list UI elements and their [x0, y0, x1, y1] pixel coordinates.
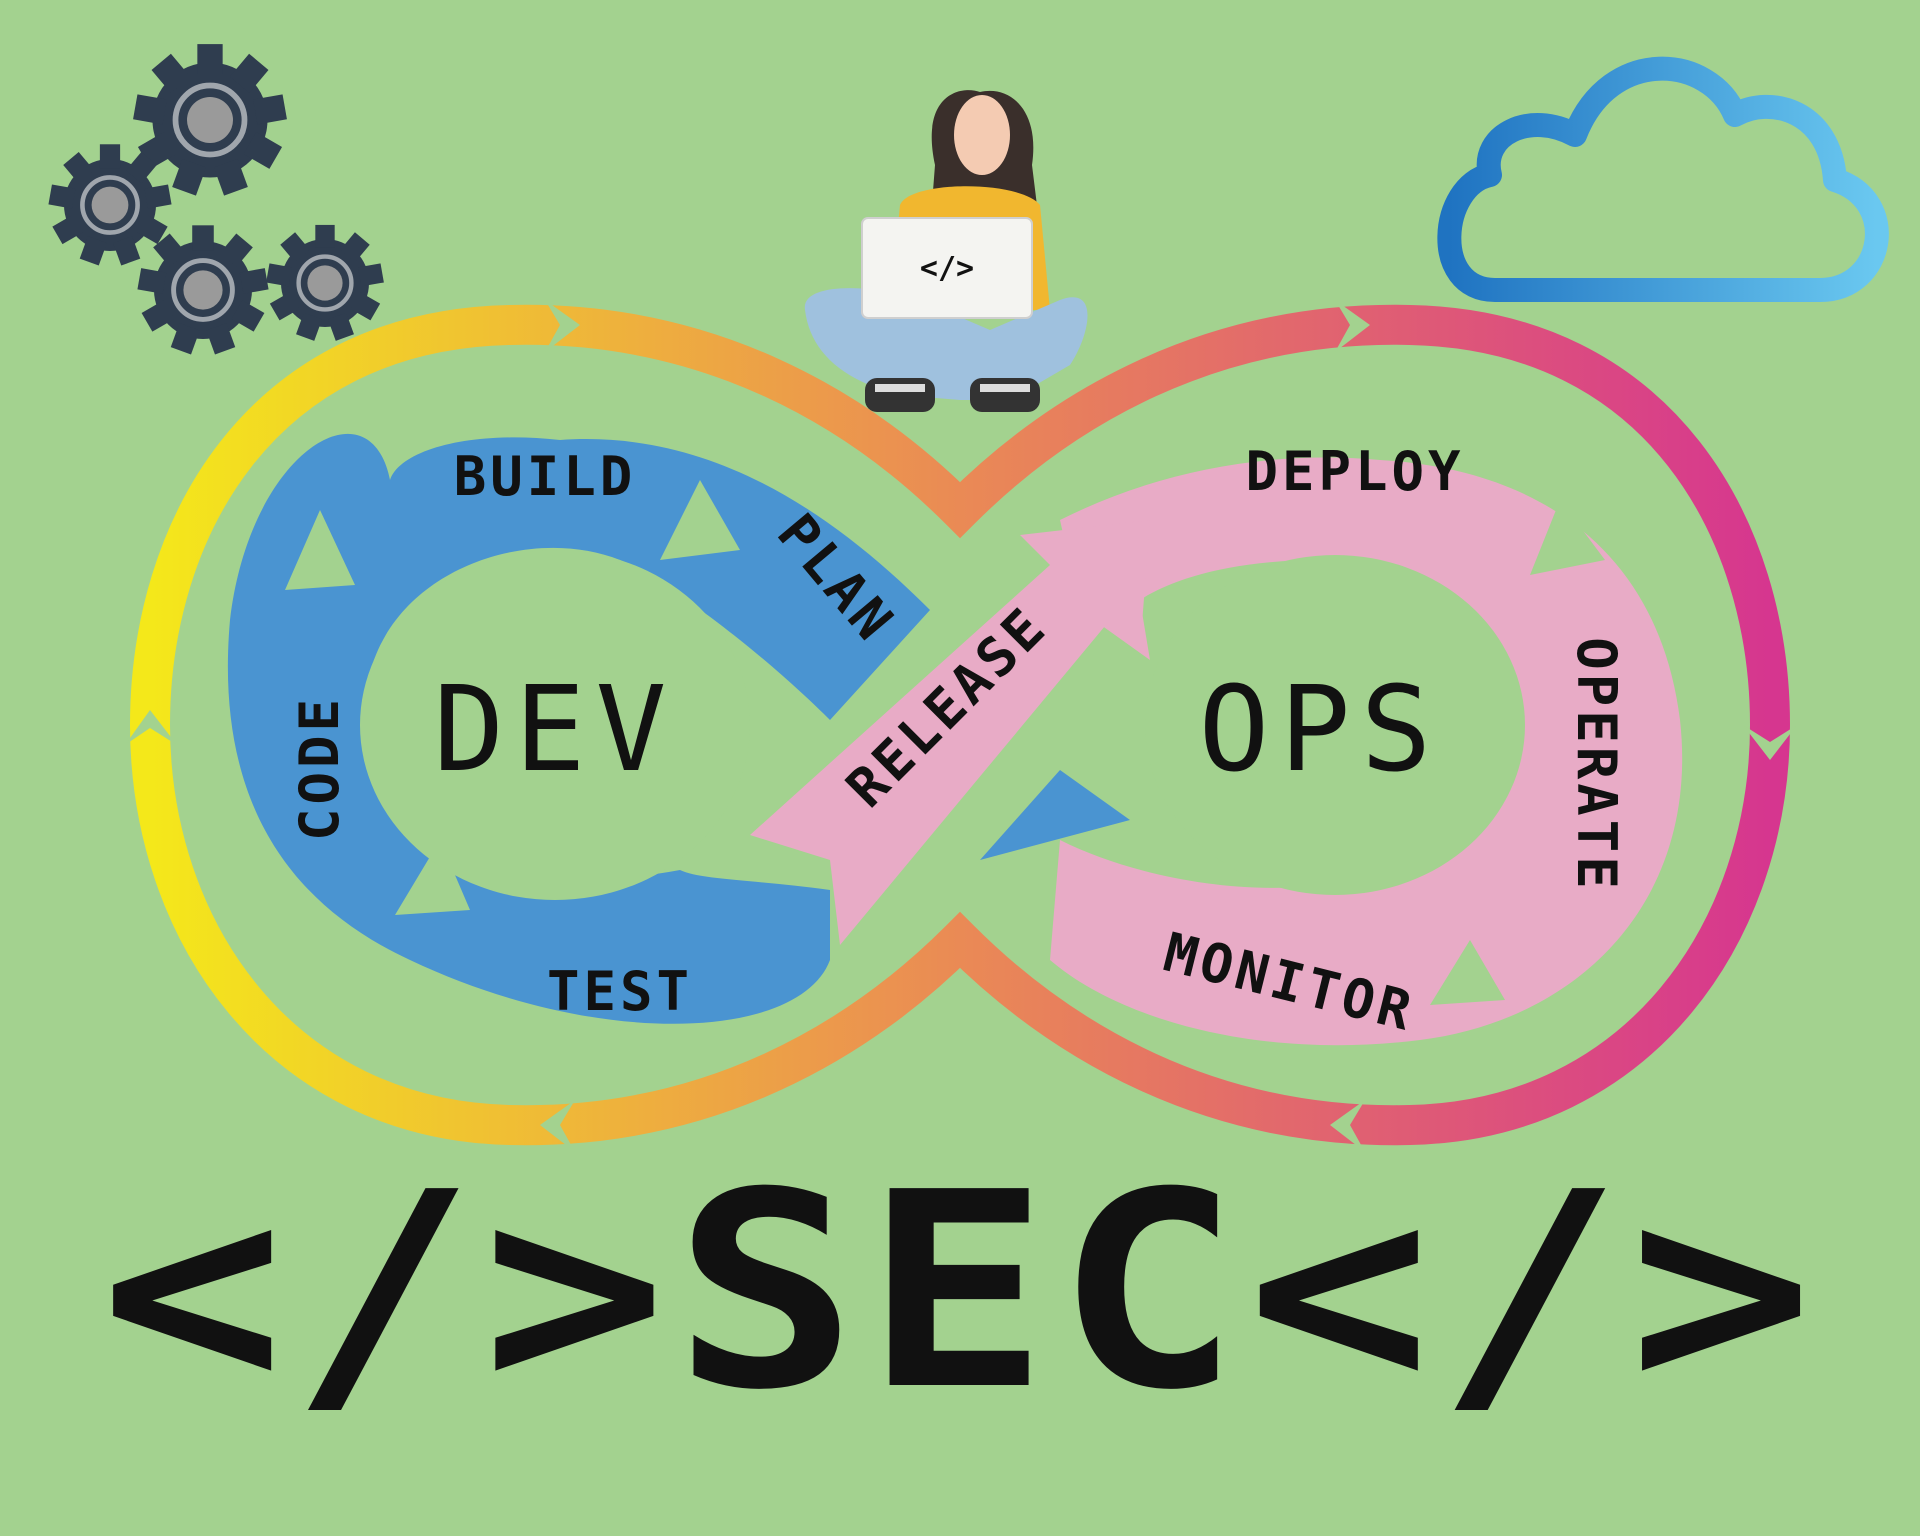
- stage-deploy-label: DEPLOY: [1245, 440, 1464, 503]
- gear-icon: [266, 225, 384, 341]
- ops-label: OPS: [1198, 660, 1441, 798]
- sec-banner: </>SEC</>: [100, 1134, 1820, 1449]
- gear-icon: [48, 144, 171, 265]
- dev-label: DEV: [433, 660, 676, 798]
- stage-operate-label: OPERATE: [1565, 637, 1628, 893]
- cloud-icon: [1437, 56, 1889, 302]
- release-arrow: [750, 520, 1150, 945]
- gear-icon: [137, 225, 268, 354]
- laptop-code-label: </>: [920, 251, 974, 286]
- infinity-outer-ring: [125, 300, 1797, 1152]
- gear-icon: [133, 44, 287, 196]
- person-with-laptop-illustration: </>: [804, 90, 1088, 412]
- ops-loop: [1050, 457, 1683, 1046]
- stage-build-label: BUILD: [454, 445, 637, 508]
- dev-loop: [227, 433, 1130, 1024]
- gears-cluster: [48, 44, 383, 354]
- stage-test-label: TEST: [547, 960, 693, 1023]
- stage-code-label: CODE: [288, 695, 351, 841]
